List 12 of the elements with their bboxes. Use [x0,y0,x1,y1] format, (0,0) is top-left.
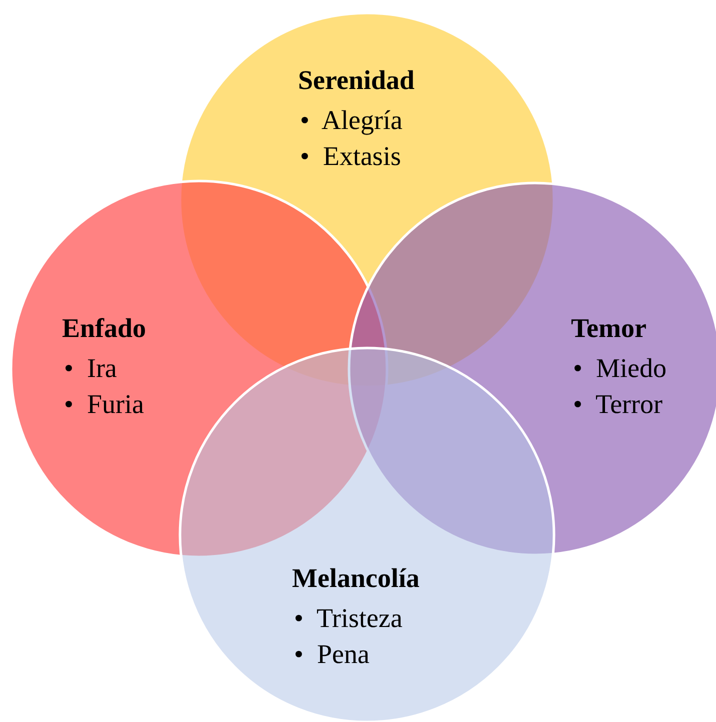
list-item: • Miedo [573,352,666,385]
category-heading: Temor [571,312,648,344]
list-item: • Terror [573,388,664,421]
list-item: • Pena [294,638,370,671]
category-heading: Serenidad [298,64,415,96]
category-heading: Enfado [62,312,146,344]
list-item: • Ira [64,352,118,385]
list-item: • Furia [64,388,145,421]
list-item: • Extasis [300,140,402,173]
list-item: • Alegría [300,104,404,137]
category-heading: Melancolía [292,562,420,594]
list-item: • Tristeza [294,602,404,635]
